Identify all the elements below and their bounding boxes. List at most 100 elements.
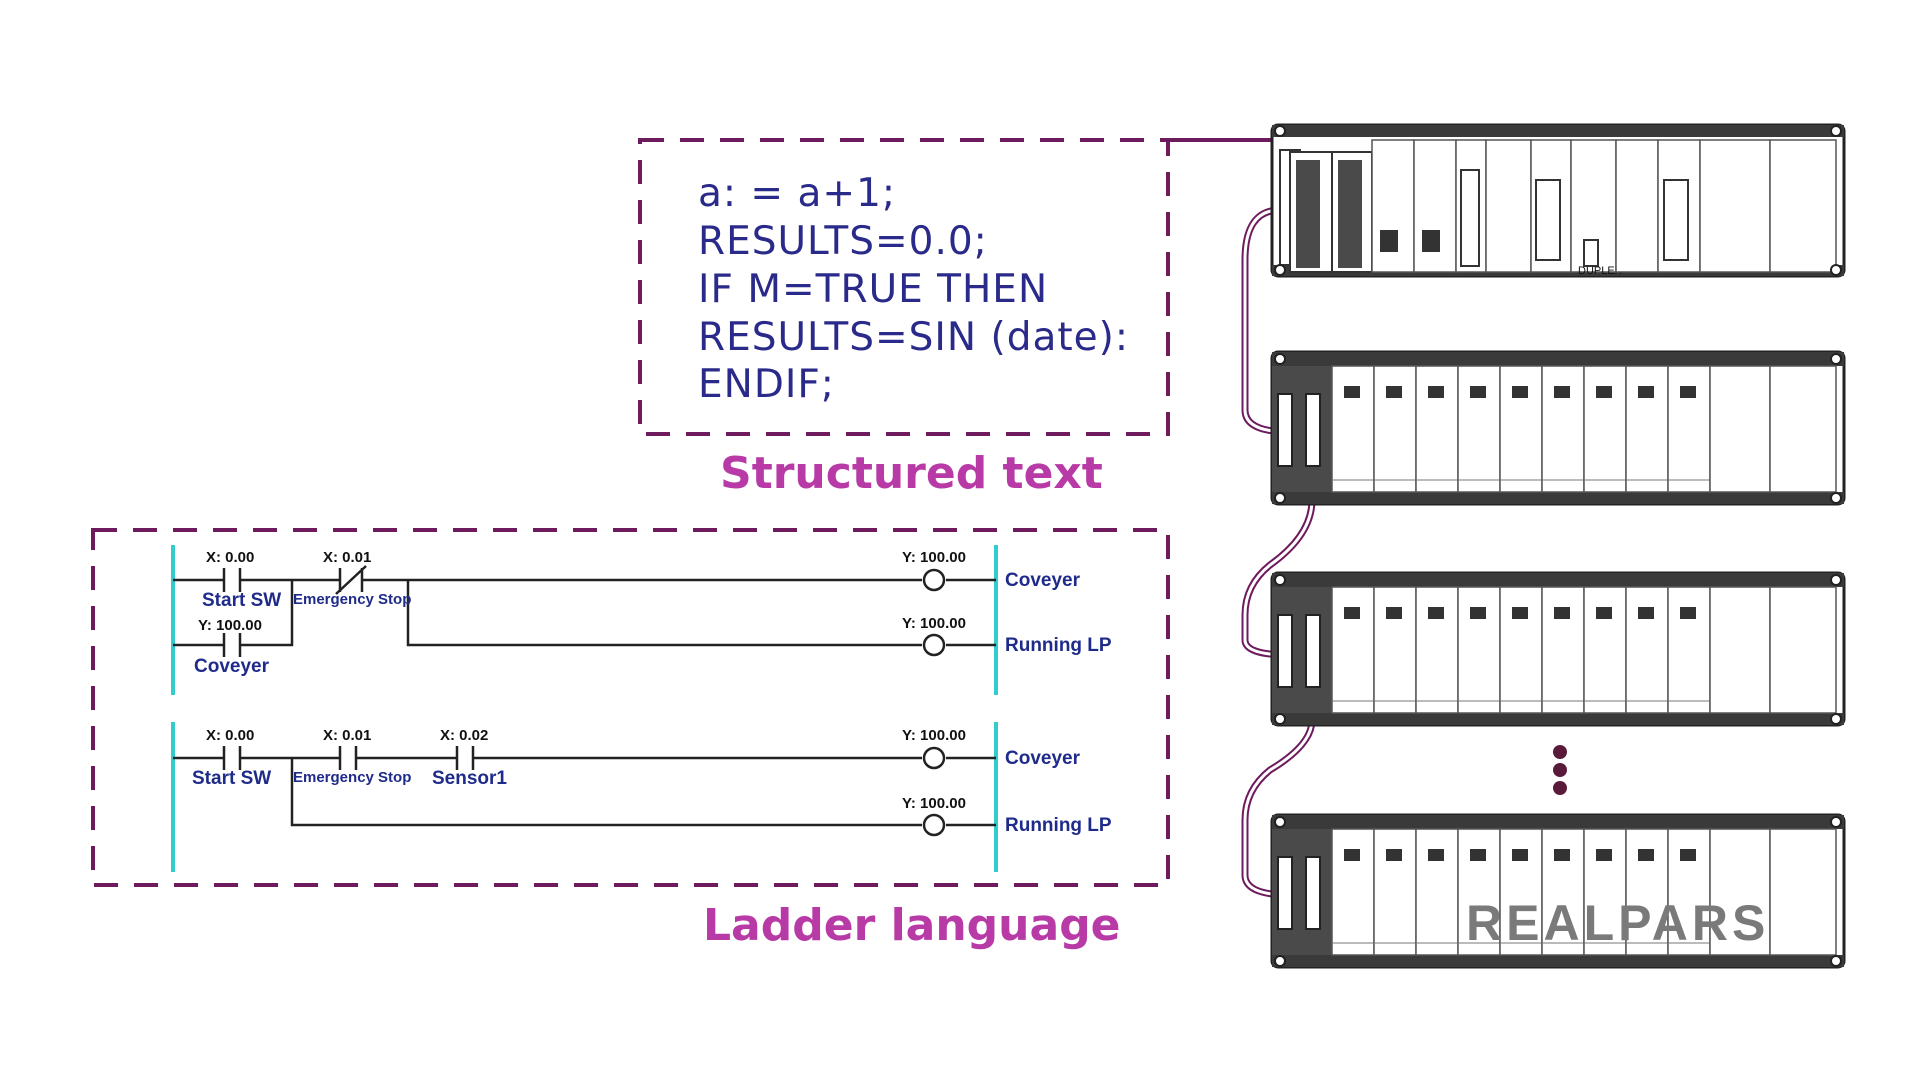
rung2-contact2-label: Emergency Stop: [293, 769, 411, 786]
io-module-slot: [1499, 586, 1543, 714]
rung2-contact2-address: X: 0.01: [323, 727, 371, 744]
rung1-contact2-address: X: 0.01: [323, 549, 371, 566]
rung2-contact1-label: Start SW: [192, 768, 271, 789]
rung2-contact3-address: X: 0.02: [440, 727, 488, 744]
plc-expansion-rack: [1270, 571, 1846, 727]
rung2-contact3-label: Sensor1: [432, 768, 507, 789]
normally-open-contact-icon: [222, 633, 242, 657]
screw-icon: [1830, 713, 1842, 725]
screw-icon: [1830, 492, 1842, 504]
io-module-slot: [1667, 586, 1711, 714]
rung-2: X: 0.00 Start SW X: 0.01 Emergency Stop …: [173, 727, 1112, 837]
rung1-contact1-label: Start SW: [202, 590, 281, 611]
screw-icon: [1274, 574, 1286, 586]
coil-icon: [922, 813, 946, 837]
screw-icon: [1830, 125, 1842, 137]
screw-icon: [1274, 353, 1286, 365]
ladder-panel: X: 0.00 Start SW X: 0.01 Emergency Stop …: [91, 528, 1170, 951]
screw-icon: [1274, 816, 1286, 828]
rung2-output-branch-wire: [290, 758, 996, 827]
rung2-coil1-address: Y: 100.00: [902, 727, 966, 744]
io-module-slot: [1331, 586, 1375, 714]
screw-icon: [1830, 353, 1842, 365]
empty-slot: [1769, 828, 1837, 956]
coil-icon: [922, 568, 946, 592]
rung1-branch-wire: [173, 580, 294, 647]
rung1-coil2-address: Y: 100.00: [902, 615, 966, 632]
rung1-coil1-address: Y: 100.00: [902, 549, 966, 566]
normally-open-contact-icon: [338, 746, 358, 770]
screw-icon: [1830, 574, 1842, 586]
normally-closed-contact-icon: [335, 565, 367, 595]
structured-text-caption: Structured text: [720, 448, 1103, 499]
ladder-caption: Ladder language: [703, 900, 1121, 951]
io-module-slot: [1331, 828, 1375, 956]
normally-open-contact-icon: [455, 746, 475, 770]
screw-icon: [1274, 713, 1286, 725]
normally-open-contact-icon: [222, 568, 242, 592]
rung-1: X: 0.00 Start SW X: 0.01 Emergency Stop …: [173, 549, 1112, 677]
plc-expansion-racks: [1270, 350, 1846, 969]
screw-icon: [1274, 492, 1286, 504]
structured-text-border: [638, 138, 1170, 436]
io-module-slot: [1541, 586, 1585, 714]
rung2-coil1-label: Coveyer: [1005, 748, 1081, 769]
screw-icon: [1830, 955, 1842, 967]
io-module-slot: [1331, 365, 1375, 493]
io-module-slot: [1625, 365, 1669, 493]
normally-open-contact-icon: [222, 746, 242, 770]
io-module-slot: [1415, 828, 1459, 956]
rung1-contact2-label: Emergency Stop: [293, 591, 411, 608]
io-module-slot: [1457, 586, 1501, 714]
screw-icon: [1274, 125, 1286, 137]
screw-icon: [1274, 264, 1286, 276]
io-module-slot: [1583, 365, 1627, 493]
realpars-logo: REALPARS: [1466, 895, 1769, 951]
io-module-slot: [1373, 586, 1417, 714]
code-line-4: RESULTS=SIN (date):: [698, 315, 1129, 360]
rung1-branch-label: Coveyer: [194, 656, 270, 677]
io-module-slot: [1373, 365, 1417, 493]
io-module-slot: [1373, 828, 1417, 956]
code-line-5: ENDIF;: [698, 362, 835, 407]
empty-slot: [1769, 586, 1837, 714]
io-module-slot: [1457, 365, 1501, 493]
structured-text-panel: a: = a+1; RESULTS=0.0; IF M=TRUE THEN RE…: [638, 138, 1170, 499]
duplex-label: DUPLEX: [1578, 265, 1623, 277]
rung1-coil2-label: Running LP: [1005, 635, 1112, 656]
plc-cpu-rack: DUPLEX: [1270, 123, 1846, 278]
rung1-branch-address: Y: 100.00: [198, 617, 262, 634]
io-module-slot: [1625, 586, 1669, 714]
io-module-slot: [1499, 828, 1543, 956]
io-module-slot: [1583, 586, 1627, 714]
code-line-3: IF M=TRUE THEN: [698, 267, 1048, 312]
code-line-1: a: = a+1;: [698, 171, 896, 216]
rung2-coil2-address: Y: 100.00: [902, 795, 966, 812]
plc-expansion-rack: [1270, 813, 1846, 969]
empty-slot: [1709, 365, 1771, 493]
rung2-coil2-label: Running LP: [1005, 815, 1112, 836]
io-module-slot: [1415, 586, 1459, 714]
io-module-slot: [1415, 365, 1459, 493]
rack-cables: [1241, 206, 1316, 899]
io-module-slot: [1541, 365, 1585, 493]
rung2-contact1-address: X: 0.00: [206, 727, 254, 744]
rung1-coil1-label: Coveyer: [1005, 570, 1081, 591]
rung1-output-branch-wire: [406, 580, 996, 647]
ladder-border: [91, 528, 1170, 887]
coil-icon: [922, 746, 946, 770]
more-racks-ellipsis-icon: [1553, 745, 1567, 795]
screw-icon: [1830, 816, 1842, 828]
empty-slot: [1769, 365, 1837, 493]
empty-slot: [1709, 586, 1771, 714]
io-module-slot: [1667, 365, 1711, 493]
io-module-slot: [1499, 365, 1543, 493]
coil-icon: [922, 633, 946, 657]
plc-expansion-rack: [1270, 350, 1846, 506]
code-line-2: RESULTS=0.0;: [698, 219, 988, 264]
screw-icon: [1274, 955, 1286, 967]
screw-icon: [1830, 264, 1842, 276]
rung1-contact1-address: X: 0.00: [206, 549, 254, 566]
